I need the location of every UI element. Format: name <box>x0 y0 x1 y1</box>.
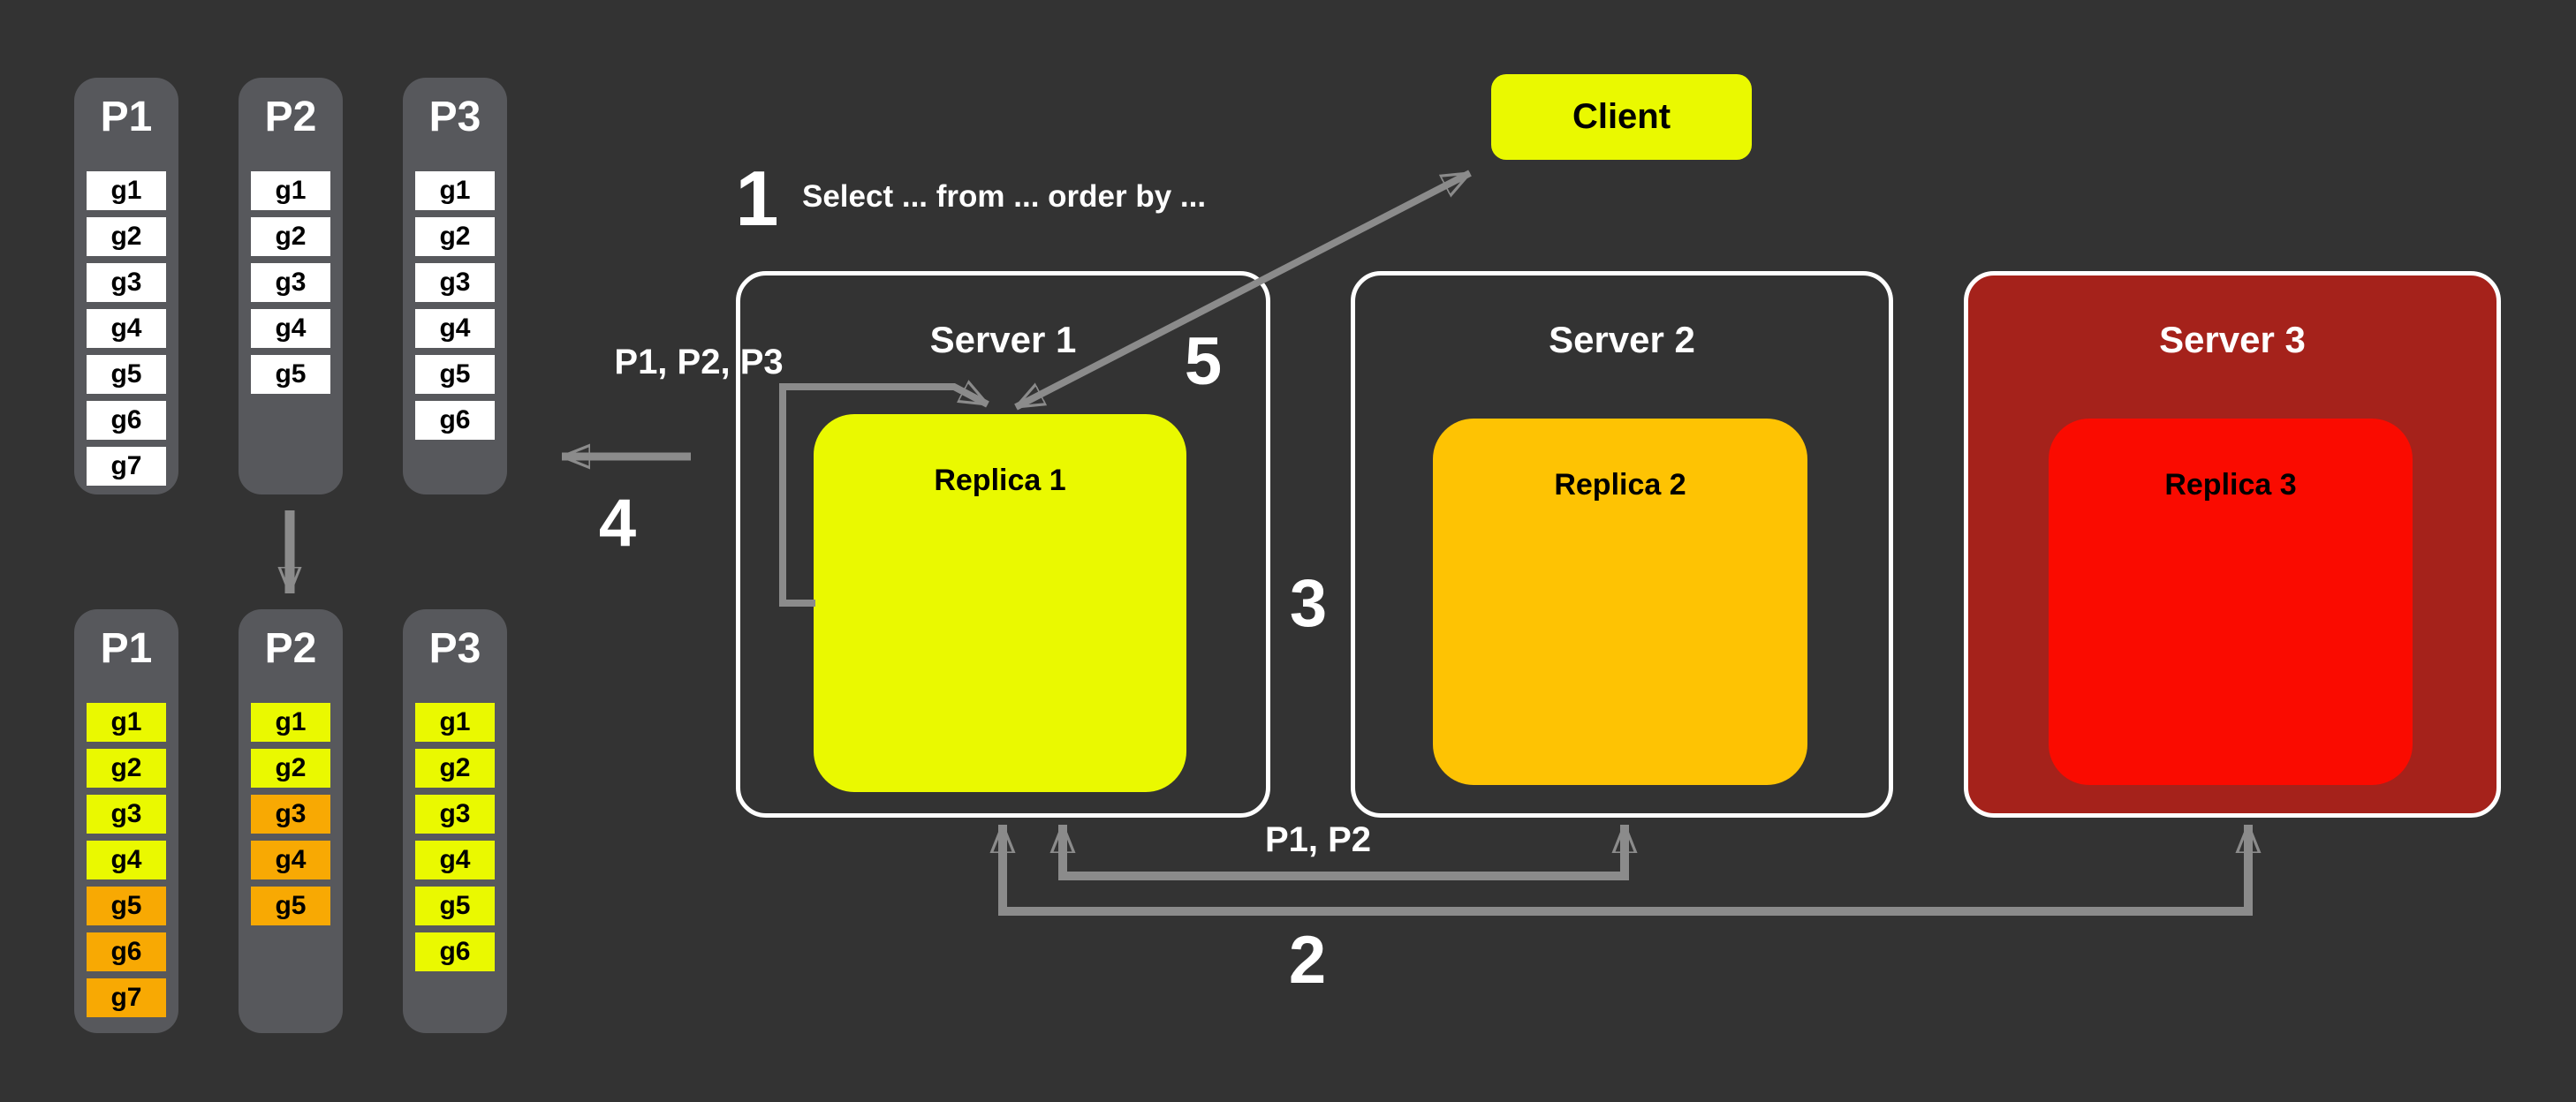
partition-cell: g6 <box>415 401 495 440</box>
partition-cell: g3 <box>87 263 166 302</box>
step-5-number: 5 <box>1184 324 1223 399</box>
partition-cell: g2 <box>415 749 495 788</box>
server-2-title: Server 2 <box>1549 319 1695 360</box>
partition-cell: g2 <box>87 217 166 256</box>
partition-label: P2 <box>264 94 317 140</box>
partition-cell: g3 <box>415 795 495 834</box>
partition-cell: g4 <box>415 841 495 879</box>
partition-cell: g7 <box>87 978 166 1017</box>
partition-cell: g1 <box>415 171 495 210</box>
server-2-box: Server 2 <box>1351 271 1893 818</box>
partition-cell: g2 <box>415 217 495 256</box>
partition-cell: g3 <box>87 795 166 834</box>
step-4-number: 4 <box>598 486 637 561</box>
replica-2-label: Replica 2 <box>1554 468 1686 502</box>
partition-cell: g2 <box>251 217 330 256</box>
partition-cell: g6 <box>415 932 495 971</box>
partition-column-before-p2: P2 g1 g2 g3 g4 g5 <box>239 78 343 494</box>
partition-label: P1 <box>100 94 153 140</box>
partition-column-after-p3: P3 g1 g2 g3 g4 g5 g6 <box>403 609 507 1033</box>
partition-cell: g3 <box>251 263 330 302</box>
client-box: Client <box>1491 74 1752 160</box>
replica-2-box: Replica 2 <box>1433 419 1807 785</box>
partition-cells: g1 g2 g3 g4 g5 g6 <box>415 171 495 440</box>
step-1-number: 1 <box>735 155 779 242</box>
partition-cell: g7 <box>87 447 166 486</box>
partition-label: P3 <box>428 625 481 672</box>
replica-3-box: Replica 3 <box>2049 419 2413 785</box>
partition-cell: g2 <box>251 749 330 788</box>
partition-cell: g5 <box>251 355 330 394</box>
partition-cell: g5 <box>415 355 495 394</box>
partition-cell: g1 <box>415 703 495 742</box>
partition-cell: g4 <box>251 309 330 348</box>
partition-cell: g4 <box>87 841 166 879</box>
partition-label: P1 <box>100 625 153 672</box>
partition-cell: g4 <box>251 841 330 879</box>
scatter-outer-bracket-arrow <box>1003 825 2248 916</box>
partition-cell: g1 <box>87 171 166 210</box>
replica-1-box: Replica 1 <box>814 414 1186 792</box>
partition-cell: g3 <box>415 263 495 302</box>
replica-1-label: Replica 1 <box>934 464 1066 497</box>
partition-cell: g6 <box>87 932 166 971</box>
partition-cell: g3 <box>251 795 330 834</box>
loop-partitions-annotation: P1, P2, P3 <box>614 343 784 381</box>
partition-cell: g4 <box>415 309 495 348</box>
partition-cells: g1 g2 g3 g4 g5 <box>251 703 330 925</box>
partition-cell: g5 <box>415 887 495 925</box>
scatter-partitions-annotation: P1, P2 <box>1264 820 1372 859</box>
partition-column-after-p2: P2 g1 g2 g3 g4 g5 <box>239 609 343 1033</box>
partition-label: P3 <box>428 94 481 140</box>
partition-cells: g1 g2 g3 g4 g5 g6 g7 <box>87 171 166 486</box>
replica-3-label: Replica 3 <box>2164 468 2297 502</box>
step-3-number: 3 <box>1289 566 1328 641</box>
partition-cell: g1 <box>87 703 166 742</box>
partition-cell: g5 <box>251 887 330 925</box>
partition-column-before-p3: P3 g1 g2 g3 g4 g5 g6 <box>403 78 507 494</box>
partition-cell: g1 <box>251 703 330 742</box>
partition-label: P2 <box>264 625 317 672</box>
server-3-title: Server 3 <box>2159 319 2306 360</box>
partition-cell: g2 <box>87 749 166 788</box>
partition-cell: g1 <box>251 171 330 210</box>
partition-cells: g1 g2 g3 g4 g5 g6 <box>415 703 495 971</box>
partition-cell: g6 <box>87 401 166 440</box>
partition-cell: g4 <box>87 309 166 348</box>
partition-cell: g5 <box>87 887 166 925</box>
partition-cells: g1 g2 g3 g4 g5 <box>251 171 330 394</box>
partition-cells: g1 g2 g3 g4 g5 g6 g7 <box>87 703 166 1017</box>
step-2-number: 2 <box>1288 923 1327 998</box>
partition-column-after-p1: P1 g1 g2 g3 g4 g5 g6 g7 <box>74 609 178 1033</box>
query-annotation: Select ... from ... order by ... <box>802 179 1207 214</box>
partition-cell: g5 <box>87 355 166 394</box>
partition-column-before-p1: P1 g1 g2 g3 g4 g5 g6 g7 <box>74 78 178 494</box>
